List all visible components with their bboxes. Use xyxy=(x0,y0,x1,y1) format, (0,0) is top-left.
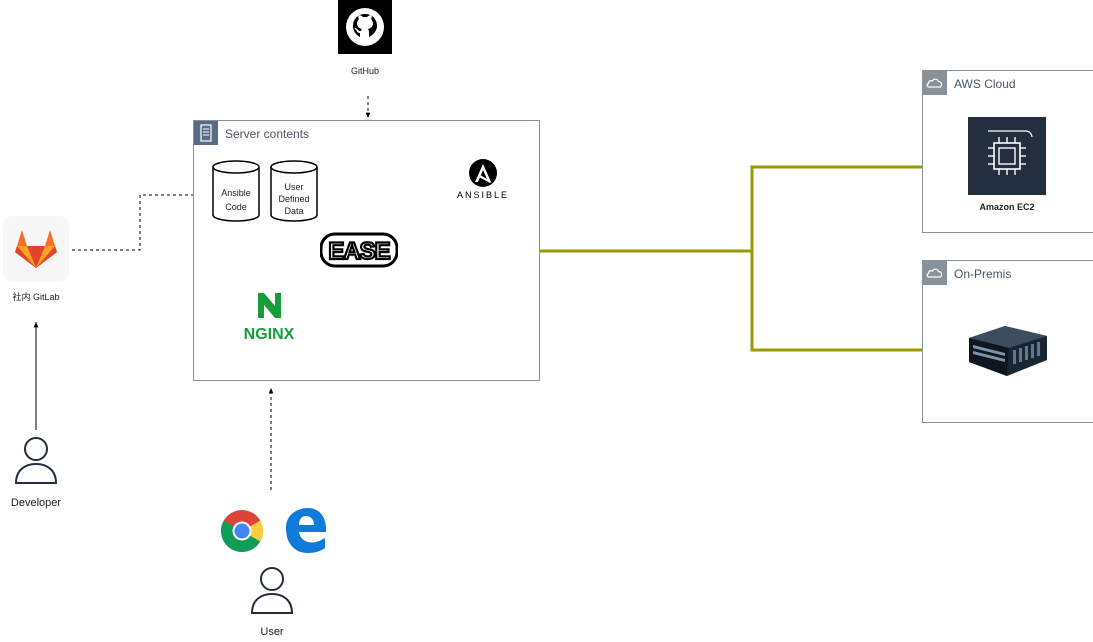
github-label: GitHub xyxy=(350,66,379,76)
ease-logo: EASE xyxy=(319,232,399,268)
user-label: User xyxy=(260,626,284,638)
github-node[interactable] xyxy=(338,0,392,54)
ansible-code-line1: Ansible xyxy=(221,188,251,198)
ansible-code-node[interactable]: Ansible Code xyxy=(212,160,260,222)
onprem-server-node[interactable] xyxy=(965,322,1049,378)
user-data-line1: User xyxy=(284,182,304,192)
server-icon xyxy=(969,326,1047,376)
database-icon xyxy=(212,160,260,222)
gitlab-icon xyxy=(15,230,57,268)
cloud-icon xyxy=(923,261,947,285)
nginx-text: NGINX xyxy=(244,326,295,342)
ec2-node[interactable] xyxy=(968,117,1046,195)
developer-label: Developer xyxy=(10,497,62,509)
deploy-line-aws xyxy=(539,159,960,253)
cloud-icon xyxy=(923,71,947,95)
ansible-icon xyxy=(469,159,497,187)
user-icon xyxy=(14,437,58,484)
user-data-line2: Defined xyxy=(278,194,310,204)
nginx-logo: NGINX xyxy=(244,293,295,343)
ansible-code-line2: Code xyxy=(225,202,247,212)
ease-node[interactable]: EASE xyxy=(319,232,399,268)
developer-node[interactable] xyxy=(12,434,60,486)
ease-text: EASE xyxy=(328,238,390,265)
ansible-label: ANSIBLE xyxy=(456,190,510,200)
chrome-node[interactable] xyxy=(220,509,264,553)
database-icon xyxy=(270,160,318,222)
connector-gitlab-ansible-code xyxy=(72,192,208,251)
ec2-label: Amazon EC2 xyxy=(979,202,1035,212)
nginx-node[interactable]: NGINX xyxy=(233,290,305,343)
chrome-icon xyxy=(220,510,263,553)
user-node[interactable] xyxy=(248,564,296,616)
aws-cloud-title: AWS Cloud xyxy=(954,77,1016,91)
user-data-line3: Data xyxy=(284,206,304,216)
on-premis-title: On-Premis xyxy=(954,267,1012,281)
github-icon xyxy=(338,0,392,54)
server-contents-title: Server contents xyxy=(225,127,310,141)
edge-icon xyxy=(286,508,327,553)
user-defined-data-node[interactable]: User Defined Data xyxy=(270,160,318,222)
gitlab-node[interactable] xyxy=(3,216,69,282)
edge-node[interactable] xyxy=(282,506,328,554)
deploy-line-onprem xyxy=(750,251,960,358)
user-icon xyxy=(250,567,294,614)
server-rack-icon xyxy=(194,121,218,145)
ec2-icon xyxy=(988,130,1033,175)
ansible-node[interactable]: ANSIBLE xyxy=(450,158,516,206)
gitlab-label: 社内 GitLab xyxy=(12,292,60,302)
